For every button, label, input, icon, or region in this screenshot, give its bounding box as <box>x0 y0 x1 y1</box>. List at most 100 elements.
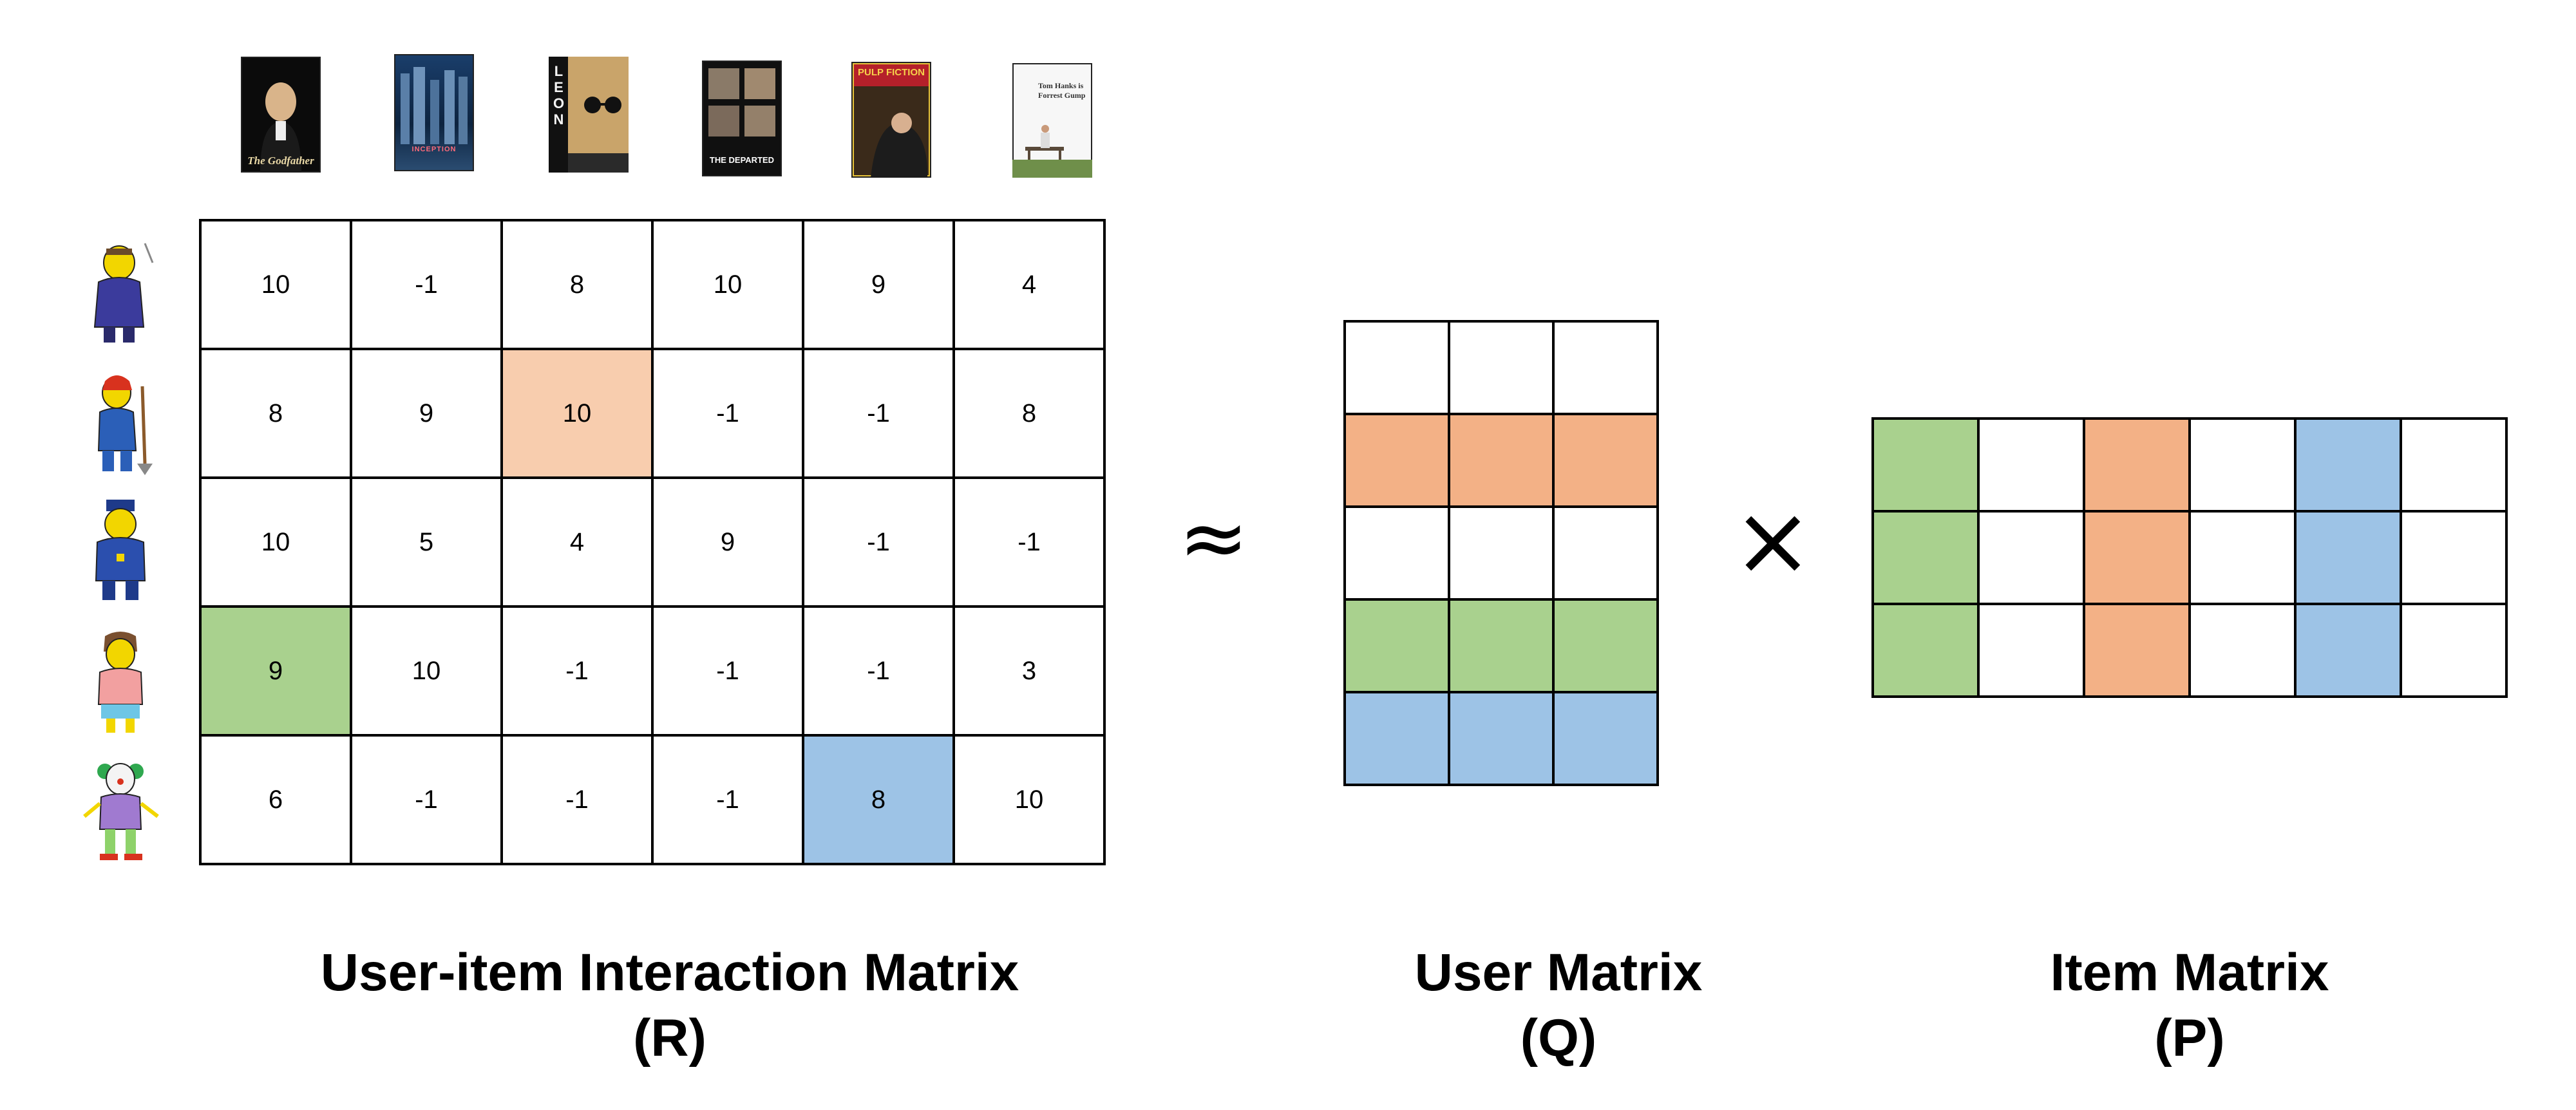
user-factor-cell <box>1343 598 1450 693</box>
rating-cell: 9 <box>199 605 352 737</box>
rating-cell: 10 <box>952 734 1106 865</box>
item-factor-cell <box>2294 603 2402 698</box>
item-matrix-symbol: (P) <box>2154 1009 2225 1068</box>
item-matrix <box>1871 417 2508 698</box>
poster-title: Tom Hanks is Forrest Gump <box>1038 81 1086 100</box>
rating-cell: -1 <box>952 476 1106 608</box>
rating-cell: 10 <box>651 219 804 350</box>
user-factor-cell <box>1448 320 1555 415</box>
user-factor-row <box>1343 413 1659 508</box>
user-matrix-title: User Matrix <box>1414 943 1703 1002</box>
interaction-matrix-symbol: (R) <box>633 1009 706 1068</box>
police-chief-character-icon <box>80 496 164 605</box>
poster-title: LEON <box>551 63 567 127</box>
item-factor-cell <box>2083 417 2191 513</box>
interaction-matrix-label: User-item Interaction Matrix (R) <box>219 940 1121 1071</box>
poster-title: PULP FICTION <box>858 67 925 78</box>
poster-inception: INCEPTION <box>394 54 474 171</box>
rating-cell: -1 <box>651 734 804 865</box>
user-factor-cell <box>1448 598 1555 693</box>
leon-face-icon <box>549 57 629 173</box>
item-factor-cell <box>1977 603 2085 698</box>
user-matrix-label: User Matrix (Q) <box>1301 940 1816 1071</box>
item-factor-cell <box>2294 510 2402 605</box>
cast-faces-icon <box>708 68 775 136</box>
item-factor-cell <box>2188 417 2297 513</box>
user-factor-cell <box>1343 691 1450 786</box>
rating-cell: -1 <box>500 605 654 737</box>
item-factor-cell <box>2188 510 2297 605</box>
item-factor-cell <box>2400 603 2508 698</box>
rating-cell: 6 <box>199 734 352 865</box>
rating-cell: -1 <box>802 348 955 479</box>
user-factor-cell <box>1552 413 1659 508</box>
rating-cell: 8 <box>802 734 955 865</box>
rating-cell: 8 <box>952 348 1106 479</box>
user-factor-cell <box>1448 413 1555 508</box>
user-factor-cell <box>1343 505 1450 601</box>
user-factor-row <box>1343 598 1659 693</box>
user-factor-cell <box>1552 598 1659 693</box>
item-factor-cell <box>1977 510 2085 605</box>
item-factor-cell <box>1871 603 1980 698</box>
item-factor-cell <box>1977 417 2085 513</box>
item-factor-cell <box>2400 417 2508 513</box>
poster-title: The Godfather <box>247 155 314 167</box>
item-matrix-title: Item Matrix <box>2050 943 2329 1002</box>
interaction-matrix-title: User-item Interaction Matrix <box>320 943 1019 1002</box>
poster-pulp-fiction: PULP FICTION <box>851 62 931 178</box>
poster-title: THE DEPARTED <box>709 155 775 165</box>
clown-character-icon <box>80 755 164 864</box>
poster-title: INCEPTION <box>412 146 457 153</box>
pulp-cover-icon <box>854 64 929 178</box>
user-factor-cell <box>1552 691 1659 786</box>
rating-cell: 5 <box>350 476 503 608</box>
rating-cell: 8 <box>500 219 654 350</box>
rating-cell: -1 <box>500 734 654 865</box>
item-matrix-label: Item Matrix (P) <box>1932 940 2447 1071</box>
bench-figure-icon <box>1012 125 1092 178</box>
rating-cell: 10 <box>199 476 352 608</box>
rating-cell: -1 <box>651 605 804 737</box>
user-factor-row <box>1343 691 1659 786</box>
user-factor-cell <box>1448 691 1555 786</box>
city-skyline-icon <box>401 67 468 144</box>
item-factor-row <box>1871 510 2508 605</box>
poster-leon: LEON <box>549 57 629 173</box>
rating-cell: -1 <box>350 219 503 350</box>
user-factor-row <box>1343 505 1659 601</box>
times-operator: × <box>1732 485 1814 597</box>
poster-the-godfather: The Godfather <box>241 57 321 173</box>
item-factor-cell <box>2083 603 2191 698</box>
user-matrix-symbol: (Q) <box>1520 1009 1597 1068</box>
mayor-character-icon <box>80 237 164 346</box>
rating-cell: -1 <box>802 476 955 608</box>
rating-cell: 4 <box>952 219 1106 350</box>
rating-cell: -1 <box>651 348 804 479</box>
rating-cell: 4 <box>500 476 654 608</box>
rating-cell: -1 <box>350 734 503 865</box>
godfather-figure-icon <box>260 82 301 173</box>
rating-cell: 9 <box>651 476 804 608</box>
groundskeeper-character-icon <box>80 367 164 476</box>
item-factor-cell <box>2400 510 2508 605</box>
rating-cell: 9 <box>350 348 503 479</box>
user-factor-cell <box>1552 320 1659 415</box>
user-matrix <box>1343 320 1659 786</box>
item-factor-row <box>1871 603 2508 698</box>
rating-cell: 3 <box>952 605 1106 737</box>
item-factor-row <box>1871 417 2508 513</box>
rating-cell: 10 <box>350 605 503 737</box>
approx-operator: ≈ <box>1179 489 1249 587</box>
bartender-character-icon <box>80 626 164 735</box>
item-factor-cell <box>2188 603 2297 698</box>
item-factor-cell <box>1871 417 1980 513</box>
item-factor-cell <box>2083 510 2191 605</box>
user-factor-cell <box>1552 505 1659 601</box>
rating-cell: 8 <box>199 348 352 479</box>
